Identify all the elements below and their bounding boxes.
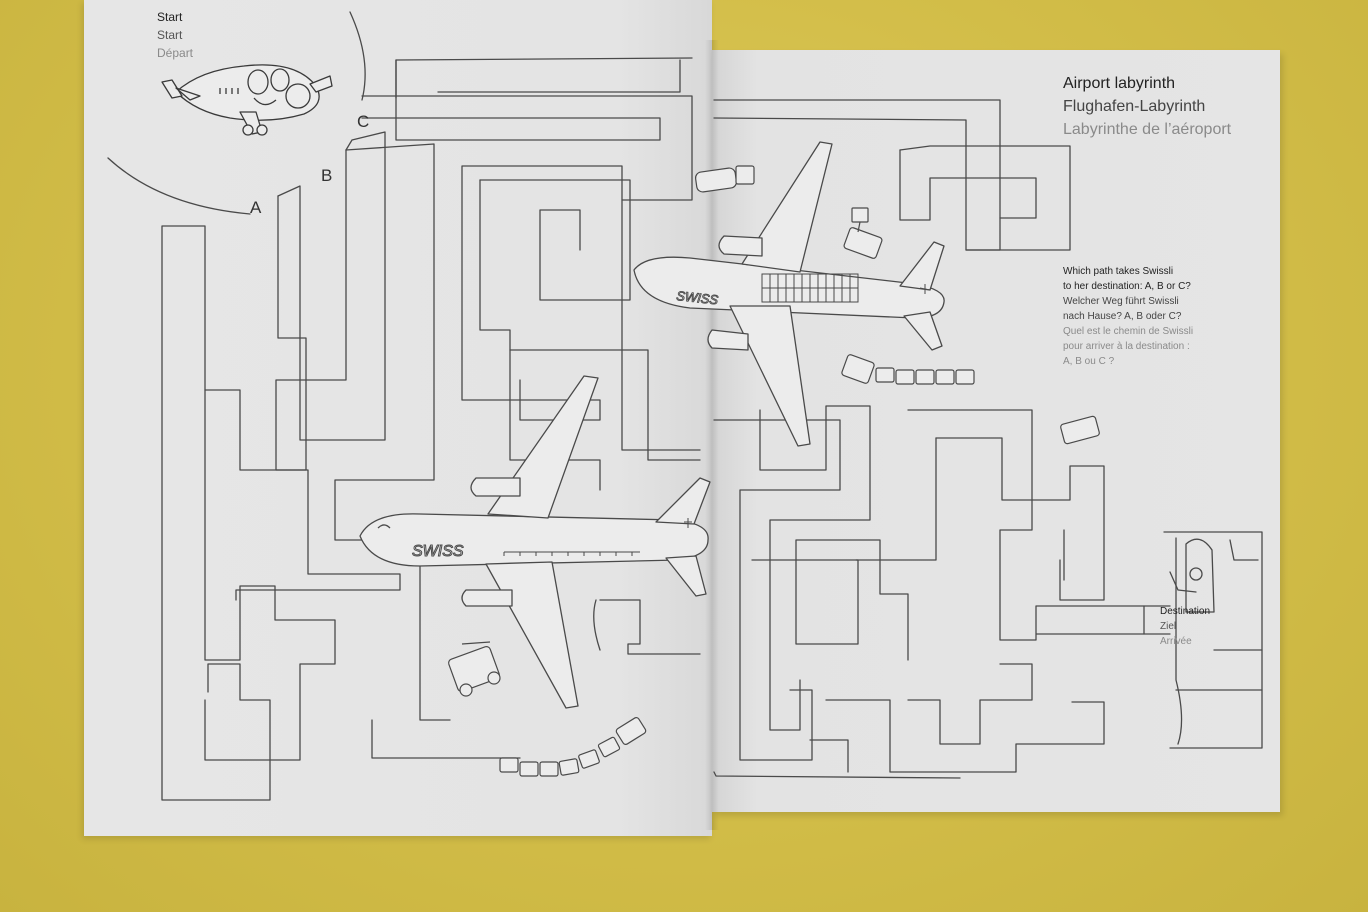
- small-truck: [1060, 415, 1100, 445]
- maze-path-a: [277, 131, 386, 441]
- question-de-line1: Welcher Weg führt Swissli: [1063, 296, 1179, 307]
- maze-path-b: [235, 149, 401, 601]
- baggage-train-right: [841, 354, 975, 385]
- question-en-line2: to her destination: A, B or C?: [1063, 281, 1191, 292]
- question-fr-line2: pour arriver à la destination :: [1063, 341, 1190, 352]
- swiss-livery-right: SWISS: [676, 288, 720, 307]
- start-arc-outer: [349, 11, 366, 101]
- question-fr-line3: A, B ou C ?: [1063, 356, 1115, 367]
- destination-fr: Arrivée: [1160, 636, 1192, 647]
- start-arc-inner: [107, 157, 251, 215]
- fire-truck: [448, 641, 501, 697]
- path-label-b: B: [321, 166, 333, 185]
- title-de: Flughafen-Labyrinth: [1063, 98, 1206, 115]
- maze-path-c: [361, 95, 693, 421]
- path-label-a: A: [250, 198, 262, 217]
- destination-label: Destination Ziel Arrivée: [1160, 604, 1210, 649]
- baggage-train-left: [499, 717, 647, 777]
- destination-building: [1163, 531, 1263, 749]
- left-page: [84, 0, 712, 836]
- fuel-truck: [694, 165, 755, 193]
- question-en-line1: Which path takes Swissli: [1063, 266, 1174, 277]
- path-label-c: C: [357, 112, 370, 131]
- page-title: Airport labyrinth Flughafen-Labyrinth La…: [1063, 72, 1231, 141]
- catering-truck: [843, 207, 883, 259]
- maze-top-corridor: [713, 99, 1001, 251]
- swiss-livery-left: SWISS: [412, 543, 464, 560]
- title-fr: Labyrinthe de l’aéroport: [1063, 121, 1232, 138]
- destination-en: Destination: [1160, 606, 1211, 617]
- start-label: Start Start Départ: [157, 8, 193, 62]
- start-label-de: Start: [157, 28, 183, 42]
- start-label-en: Start: [157, 10, 183, 24]
- question-de-line2: nach Hause? A, B oder C?: [1063, 311, 1182, 322]
- title-en: Airport labyrinth: [1063, 75, 1176, 92]
- destination-de: Ziel: [1160, 621, 1177, 632]
- start-label-fr: Départ: [157, 46, 194, 60]
- question-text: Which path takes Swissli to her destinat…: [1063, 264, 1193, 369]
- book-binding: [705, 40, 719, 830]
- swissli-cartoon-plane: [161, 64, 333, 136]
- question-fr-line1: Quel est le chemin de Swissli: [1063, 326, 1194, 337]
- airplane-left: [359, 375, 711, 709]
